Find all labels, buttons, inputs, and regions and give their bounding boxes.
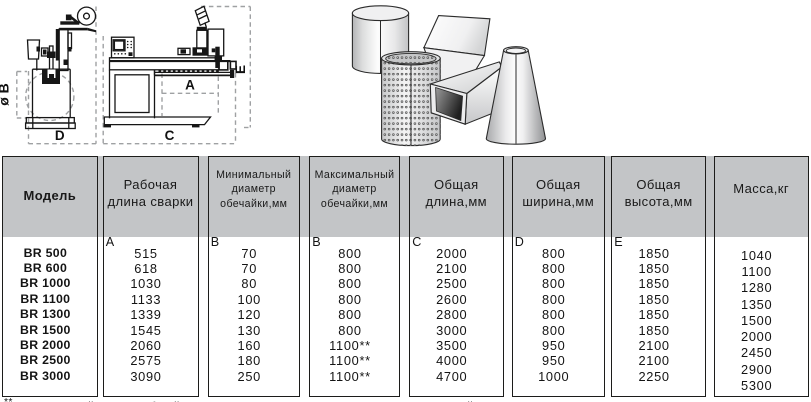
svg-text:A: A [185,78,195,93]
svg-text:C: C [165,128,175,143]
svg-text:E: E [233,65,248,74]
svg-text:ø B: ø B [0,83,11,106]
svg-text:D: D [55,128,65,143]
